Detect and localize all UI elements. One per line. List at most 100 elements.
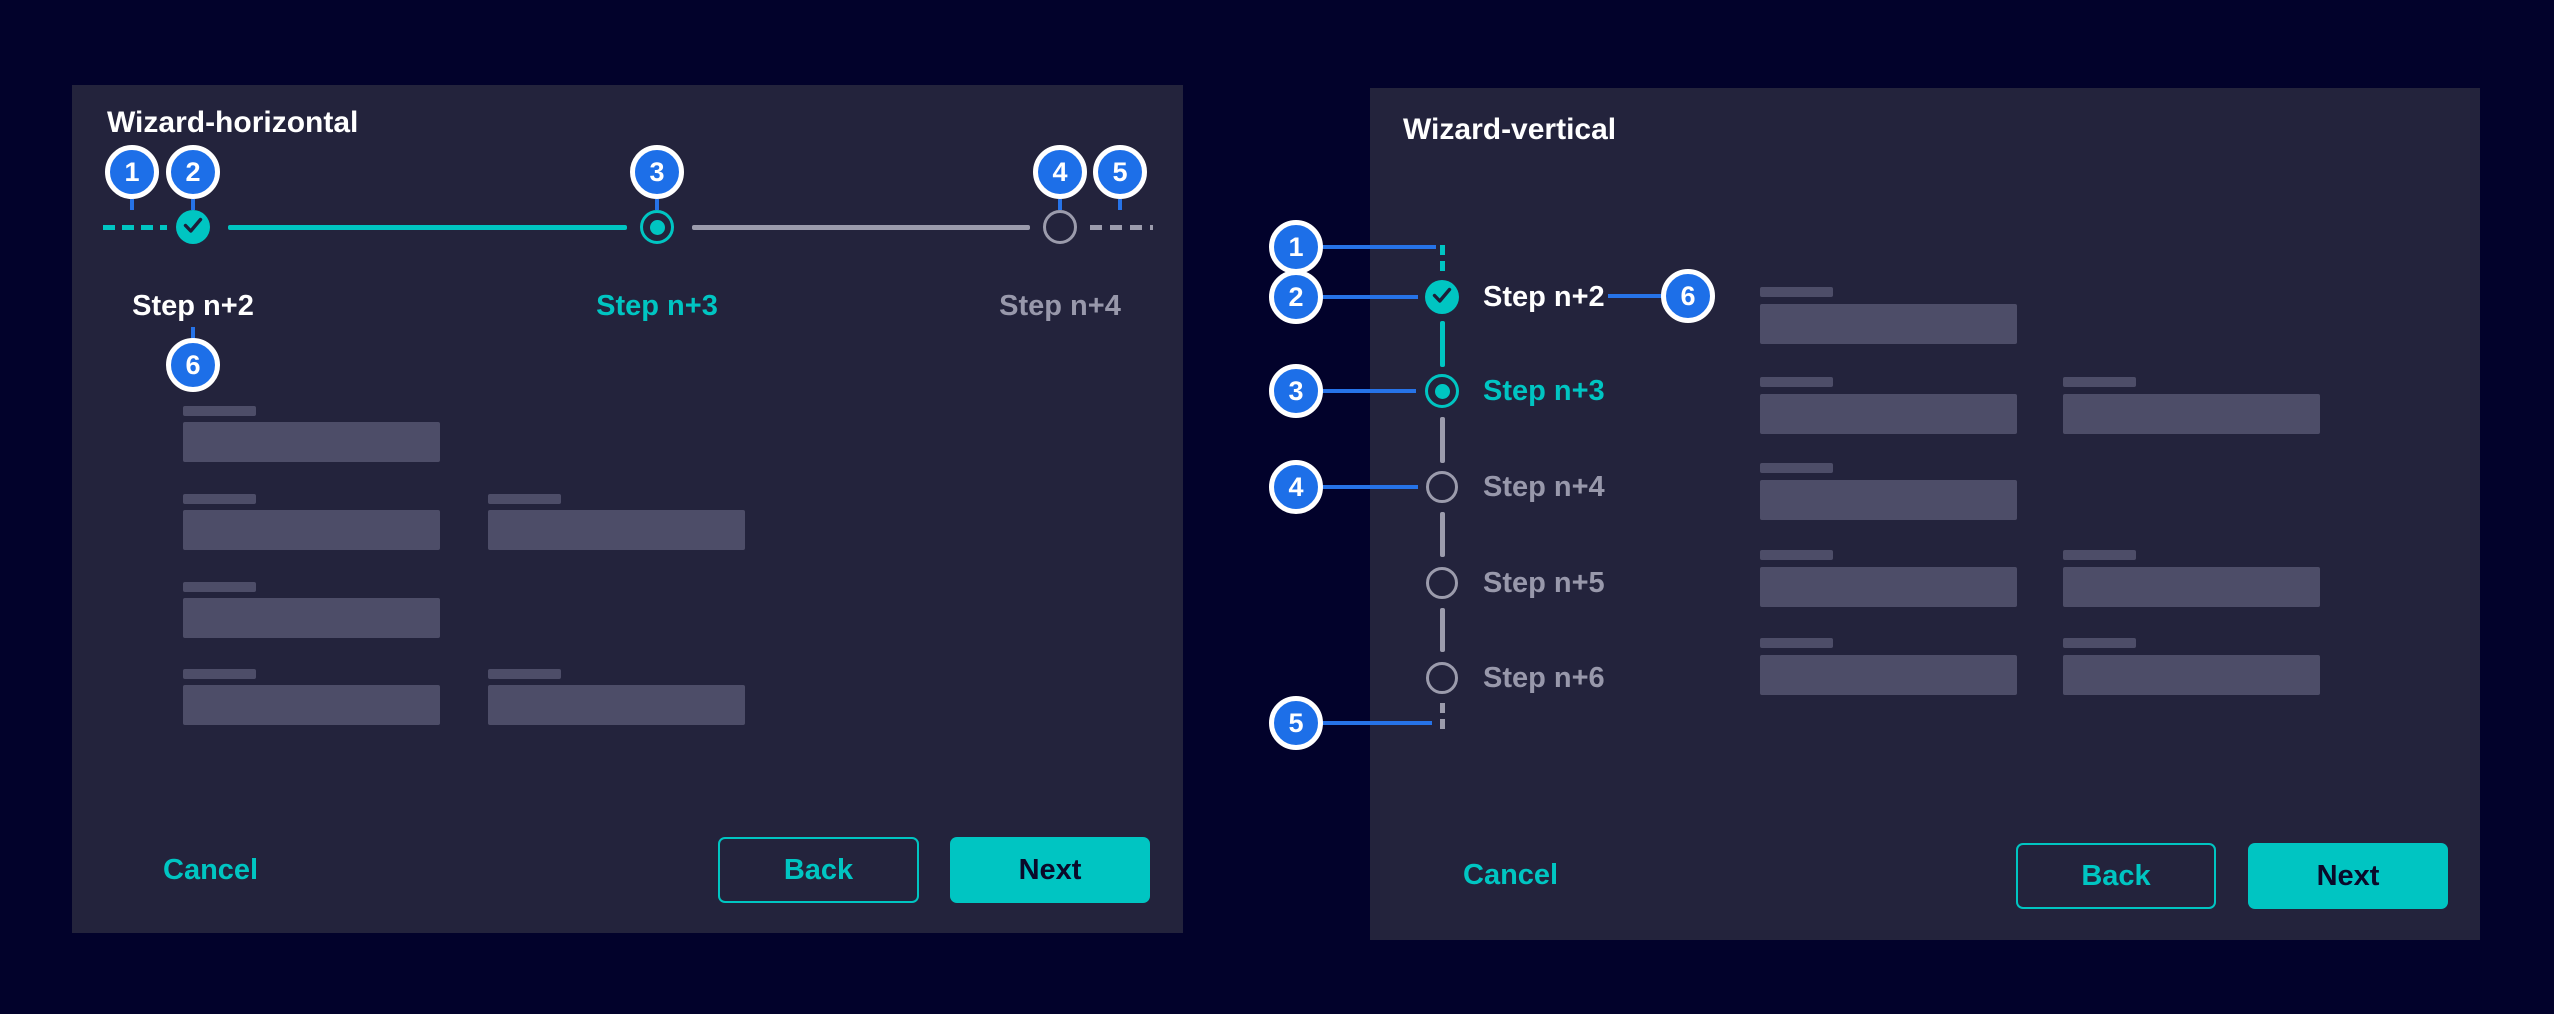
step-indicator-completed[interactable] [176, 210, 210, 244]
annotation-connector [1322, 721, 1432, 725]
back-button[interactable]: Back [2016, 843, 2216, 909]
form-field-placeholder-input [1760, 394, 2017, 434]
annotation-marker-5: 5 [1269, 696, 1323, 750]
annotation-stem [130, 199, 134, 210]
stepper-trailing-dashed-line [1090, 225, 1153, 230]
annotation-connector [1322, 245, 1436, 249]
form-field-placeholder-label [2063, 638, 2136, 648]
annotation-number: 1 [1288, 231, 1304, 262]
annotation-stem [191, 327, 195, 339]
annotation-marker-6: 6 [1661, 269, 1715, 323]
annotation-number: 1 [124, 156, 140, 187]
next-button[interactable]: Next [2248, 843, 2448, 909]
cancel-button[interactable]: Cancel [163, 854, 259, 886]
form-field-placeholder-label [183, 669, 256, 679]
cancel-button[interactable]: Cancel [1463, 859, 1559, 891]
annotation-number: 4 [1052, 156, 1068, 187]
annotation-marker-3: 3 [1269, 364, 1323, 418]
annotation-connector [1608, 294, 1662, 298]
annotation-marker-1: 1 [105, 145, 159, 199]
next-button[interactable]: Next [950, 837, 1150, 903]
stepper-leading-dashed-line [1440, 245, 1445, 272]
step-indicator-upcoming[interactable] [1043, 210, 1077, 244]
form-field-placeholder-label [488, 669, 561, 679]
form-field-placeholder-input [183, 598, 440, 638]
panel-title: Wizard-vertical [1403, 113, 1617, 146]
annotation-marker-5: 5 [1093, 145, 1147, 199]
check-icon [1427, 280, 1457, 315]
step-indicator-current[interactable] [1425, 374, 1459, 408]
form-field-placeholder-label [183, 406, 256, 416]
form-field-placeholder-input [2063, 567, 2320, 607]
step-indicator-upcoming[interactable] [1426, 662, 1458, 694]
form-field-placeholder-input [183, 422, 440, 462]
annotation-connector [1322, 389, 1416, 393]
panel-title: Wizard-horizontal [107, 106, 359, 139]
form-field-placeholder-label [488, 494, 561, 504]
step-indicator-completed[interactable] [1425, 280, 1459, 314]
annotation-number: 4 [1288, 471, 1304, 502]
form-field-placeholder-label [1760, 287, 1833, 297]
form-field-placeholder-input [1760, 480, 2017, 520]
step-label-upcoming[interactable]: Step n+6 [1483, 662, 1605, 694]
stepper-line-completed [1440, 321, 1445, 367]
step-label-upcoming[interactable]: Step n+4 [999, 290, 1121, 322]
wizard-vertical-panel: Wizard-vertical Step n+2 Step n+3 Step n… [1370, 88, 2480, 940]
stepper-trailing-dashed-line [1440, 703, 1445, 730]
annotation-number: 5 [1288, 707, 1304, 738]
step-label-upcoming[interactable]: Step n+4 [1483, 471, 1605, 503]
form-field-placeholder-input [488, 510, 745, 550]
current-step-dot-icon [649, 219, 665, 235]
step-label-current[interactable]: Step n+3 [596, 290, 718, 322]
stepper-line-upcoming [1440, 512, 1445, 557]
annotation-marker-3: 3 [630, 145, 684, 199]
form-field-placeholder-input [183, 510, 440, 550]
step-indicator-upcoming[interactable] [1426, 567, 1458, 599]
annotation-marker-4: 4 [1269, 460, 1323, 514]
step-indicator-current[interactable] [640, 210, 674, 244]
form-field-placeholder-input [1760, 655, 2017, 695]
step-label-current[interactable]: Step n+3 [1483, 375, 1605, 407]
form-field-placeholder-label [1760, 377, 1833, 387]
annotation-marker-2: 2 [1269, 270, 1323, 324]
annotation-marker-4: 4 [1033, 145, 1087, 199]
form-field-placeholder-label [1760, 550, 1833, 560]
form-field-placeholder-label [2063, 377, 2136, 387]
annotation-number: 2 [1288, 281, 1304, 312]
annotation-connector [1322, 295, 1418, 299]
annotation-number: 5 [1112, 156, 1128, 187]
annotation-connector [1322, 485, 1418, 489]
back-button[interactable]: Back [718, 837, 919, 903]
annotation-marker-1: 1 [1269, 220, 1323, 274]
stepper-line-upcoming [1440, 608, 1445, 652]
stepper-line-upcoming [692, 225, 1030, 230]
step-indicator-upcoming[interactable] [1426, 471, 1458, 503]
annotation-stem [191, 199, 195, 210]
annotation-number: 2 [185, 156, 201, 187]
annotation-marker-6: 6 [166, 338, 220, 392]
form-field-placeholder-label [1760, 463, 1833, 473]
annotation-stem [655, 199, 659, 210]
annotation-marker-2: 2 [166, 145, 220, 199]
step-label-completed[interactable]: Step n+2 [132, 290, 254, 322]
step-label-completed[interactable]: Step n+2 [1483, 281, 1605, 313]
annotation-number: 6 [185, 349, 201, 380]
form-field-placeholder-label [183, 582, 256, 592]
form-field-placeholder-input [1760, 304, 2017, 344]
form-field-placeholder-label [183, 494, 256, 504]
form-field-placeholder-label [1760, 638, 1833, 648]
stepper-line-completed [228, 225, 627, 230]
annotation-stem [1118, 199, 1122, 210]
stepper-leading-dashed-line [103, 225, 167, 230]
annotation-stem [1058, 199, 1062, 210]
form-field-placeholder-input [488, 685, 745, 725]
form-field-placeholder-label [2063, 550, 2136, 560]
check-icon [178, 210, 208, 245]
current-step-dot-icon [1434, 383, 1450, 399]
stepper-line-upcoming [1440, 417, 1445, 463]
form-field-placeholder-input [2063, 655, 2320, 695]
wizard-horizontal-panel: Wizard-horizontal 1 2 3 4 5 Step n+2 Ste… [72, 85, 1183, 933]
form-field-placeholder-input [2063, 394, 2320, 434]
annotation-number: 3 [1288, 375, 1304, 406]
step-label-upcoming[interactable]: Step n+5 [1483, 567, 1605, 599]
